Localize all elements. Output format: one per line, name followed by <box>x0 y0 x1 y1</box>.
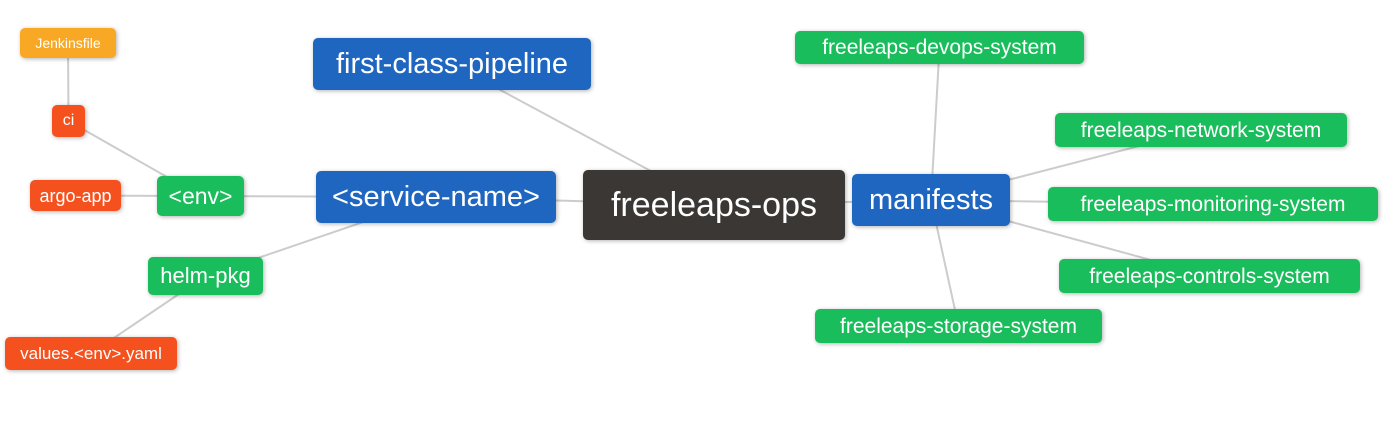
node-label: <env> <box>168 182 233 209</box>
node-label: values.<env>.yaml <box>20 344 162 363</box>
node-jenkinsfile[interactable]: Jenkinsfile <box>20 28 116 58</box>
node-label: argo-app <box>39 185 112 206</box>
node-env[interactable]: <env> <box>157 176 244 216</box>
node-label: freeleaps-devops-system <box>822 36 1057 59</box>
node-freeleaps-monitoring-system[interactable]: freeleaps-monitoring-system <box>1048 187 1378 221</box>
node-helm-pkg[interactable]: helm-pkg <box>148 257 263 295</box>
node-label: helm-pkg <box>160 263 251 288</box>
node-label: manifests <box>868 183 994 216</box>
node-freeleaps-devops-system[interactable]: freeleaps-devops-system <box>795 31 1084 64</box>
node-label: freeleaps-controls-system <box>1089 264 1330 288</box>
node-label: freeleaps-ops <box>610 186 817 224</box>
node-freeleaps-storage-system[interactable]: freeleaps-storage-system <box>815 309 1102 343</box>
node-freeleaps-controls-system[interactable]: freeleaps-controls-system <box>1059 259 1360 293</box>
node-ci[interactable]: ci <box>52 105 85 137</box>
node-values-env-yaml[interactable]: values.<env>.yaml <box>5 337 177 370</box>
node-label: freeleaps-storage-system <box>840 314 1077 338</box>
node-label: Jenkinsfile <box>35 35 101 51</box>
node-label: freeleaps-network-system <box>1080 118 1322 142</box>
node-label: first-class-pipeline <box>335 47 569 80</box>
node-freeleaps-ops[interactable]: freeleaps-ops <box>583 170 845 240</box>
node-service-name[interactable]: <service-name> <box>316 171 556 223</box>
node-manifests[interactable]: manifests <box>852 174 1010 226</box>
node-freeleaps-network-system[interactable]: freeleaps-network-system <box>1055 113 1347 147</box>
node-argo-app[interactable]: argo-app <box>30 180 121 211</box>
node-label: <service-name> <box>332 180 540 213</box>
node-label: ci <box>62 112 75 129</box>
node-label: freeleaps-monitoring-system <box>1080 192 1346 216</box>
node-first-class-pipeline[interactable]: first-class-pipeline <box>313 38 591 90</box>
